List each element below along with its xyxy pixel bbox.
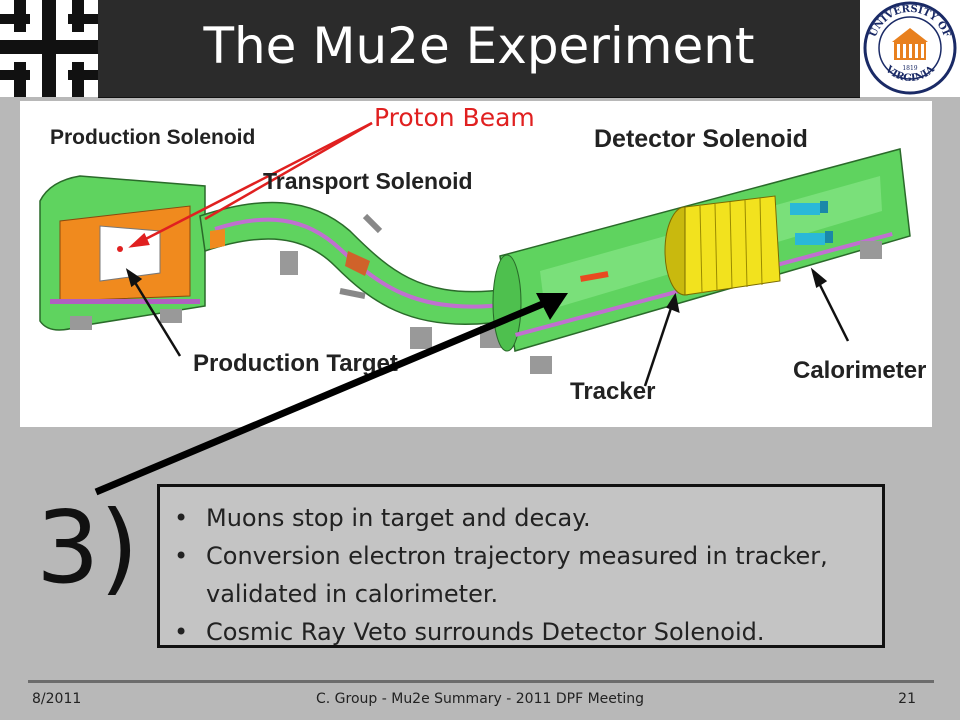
tracker-shape <box>664 195 781 296</box>
proton-beam-label: Proton Beam <box>374 103 535 132</box>
fermilab-logo-icon <box>0 0 98 97</box>
svg-text:1819: 1819 <box>902 65 917 72</box>
bullet-item-continuation: validated in calorimeter. <box>206 580 499 608</box>
bullet-dot-icon: • <box>174 542 189 570</box>
footer-date: 8/2011 <box>32 691 82 707</box>
calorimeter-label: Calorimeter <box>793 357 927 384</box>
label-arrows <box>125 267 850 387</box>
bullet-item: •Cosmic Ray Veto surrounds Detector Sole… <box>174 613 882 651</box>
transport-solenoid-label: Transport Solenoid <box>263 168 473 194</box>
production-solenoid-shape <box>39 175 206 331</box>
title-bar: The Mu2e Experiment <box>98 0 860 98</box>
bullet-item: •Muons stop in target and decay. <box>174 499 882 537</box>
bullet-box: •Muons stop in target and decay. •Conver… <box>157 484 885 648</box>
detector-solenoid-shape <box>492 148 911 374</box>
slide-title: The Mu2e Experiment <box>203 17 755 75</box>
step-number: 3) <box>36 489 139 606</box>
mu2e-diagram: Proton Beam Production Solenoid Transpor… <box>20 101 932 427</box>
fermilab-logo <box>0 0 98 97</box>
page-number: 21 <box>898 691 916 707</box>
bullet-item: •Conversion electron trajectory measured… <box>174 537 882 575</box>
mu2e-apparatus-illustration <box>39 121 911 387</box>
calorimeter-shape <box>790 201 833 245</box>
uva-seal-icon: UNIVERSITY OF VIRGINIA 1819 <box>863 1 957 95</box>
bullet-dot-icon: • <box>174 618 189 646</box>
tracker-label: Tracker <box>570 378 656 405</box>
proton-beam-arrows <box>128 121 373 248</box>
uva-logo: UNIVERSITY OF VIRGINIA 1819 <box>860 0 960 97</box>
detector-solenoid-label: Detector Solenoid <box>594 125 808 153</box>
bullet-dot-icon: • <box>174 504 189 532</box>
bullet-list: •Muons stop in target and decay. •Conver… <box>160 487 882 651</box>
production-target-label: Production Target <box>193 350 398 377</box>
footer-divider <box>28 680 934 683</box>
production-solenoid-label: Production Solenoid <box>50 126 256 149</box>
footer-center-text: C. Group - Mu2e Summary - 2011 DPF Meeti… <box>315 691 645 707</box>
transport-solenoid-shape <box>199 201 546 349</box>
